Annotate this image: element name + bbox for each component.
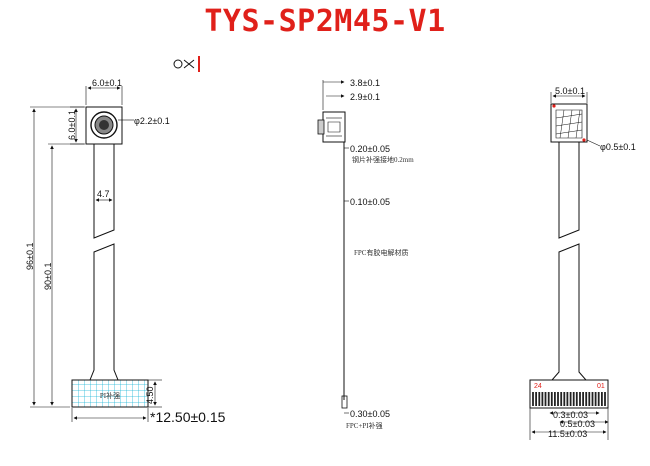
side-view: 3.8±0.1 2.9±0.1 0.20±0.05 钢片补强接地0.2mm 0.…	[317, 78, 414, 430]
connector-pin	[588, 392, 591, 406]
dim-connector-width: *12.50±0.15	[150, 409, 226, 425]
connector-pin	[538, 392, 541, 406]
dim-side-thickness-2: 0.10±0.05	[350, 197, 390, 207]
connector-pin	[535, 392, 537, 406]
pin-label-left: 24	[534, 383, 542, 390]
dim-width-top: 6.0±0.1	[92, 78, 122, 88]
connector-pin	[569, 392, 572, 406]
connector-pin	[579, 392, 581, 406]
connector-pins	[532, 392, 606, 406]
dim-lens-diameter: φ2.2±0.1	[134, 116, 170, 126]
connector-pin	[557, 392, 559, 406]
orientation-icon	[173, 56, 200, 72]
dim-module-height: 6.0±0.1	[67, 110, 77, 140]
pi-stiffener-pad	[71, 379, 149, 408]
dim-fpc-width: 4.7	[97, 189, 110, 199]
module-back	[550, 103, 588, 143]
connector-pin	[541, 392, 544, 406]
fpc-back-upper	[558, 142, 580, 239]
left-view: PI补强 6.0±0.1 6.0±0.1 φ2.2±0.1 4.7 96±0.1…	[25, 78, 226, 425]
dim-fpc-length: 90±0.1	[43, 263, 53, 290]
dim-pin-width: 0.5±0.03	[560, 419, 595, 429]
fpc-upper	[93, 144, 115, 239]
connector-pin	[601, 392, 603, 406]
module-profile	[322, 111, 346, 143]
lens-outer-icon	[90, 111, 118, 139]
connector-pin	[547, 392, 550, 406]
pad-label: PI补强	[100, 391, 120, 400]
connector-pin	[591, 392, 594, 406]
connector-pin	[597, 392, 600, 406]
dim-pad-height: 4.50	[145, 386, 155, 404]
side-note-3: FPC+PI补强	[346, 421, 383, 430]
dim-right-width: 5.0±0.1	[555, 86, 585, 96]
connector-pin	[594, 392, 597, 406]
connector-pin	[566, 392, 569, 406]
connector-pin	[604, 392, 606, 406]
connector-pin	[550, 392, 553, 406]
connector-pin	[572, 392, 575, 406]
connector-pin	[563, 392, 566, 406]
side-note-2: FPC有胶电解材质	[354, 248, 408, 257]
connector-pin	[554, 392, 556, 406]
side-note-1: 钢片补强接地0.2mm	[352, 155, 414, 164]
connector-pin	[560, 392, 563, 406]
dim-side-thickness-1: 0.20±0.05	[350, 144, 390, 154]
connector-pin	[532, 392, 534, 406]
dim-hole-diameter: φ0.5±0.1	[600, 142, 636, 152]
connector-pin	[582, 392, 584, 406]
right-view: φ0.5±0.1 5.0±0.1 24 01 0.3±0.03 0.5±0.03…	[529, 86, 636, 440]
connector-pin	[544, 392, 547, 406]
dim-side-depth-1: 3.8±0.1	[350, 78, 380, 88]
fpc-back-lower	[550, 243, 588, 381]
dim-side-thickness-3: 0.30±0.05	[350, 409, 390, 419]
connector-pin	[575, 392, 578, 406]
dim-connector-total: 11.5±0.03	[548, 429, 587, 439]
dim-side-depth-2: 2.9±0.1	[350, 92, 380, 102]
connector-pin	[585, 392, 588, 406]
page-title: TYS-SP2M45-V1	[204, 4, 446, 39]
pin-label-right: 01	[597, 383, 605, 390]
fpc-lower	[89, 243, 119, 381]
dim-pin-pitch: 0.3±0.03	[553, 410, 588, 420]
dim-total-length: 96±0.1	[25, 243, 35, 270]
